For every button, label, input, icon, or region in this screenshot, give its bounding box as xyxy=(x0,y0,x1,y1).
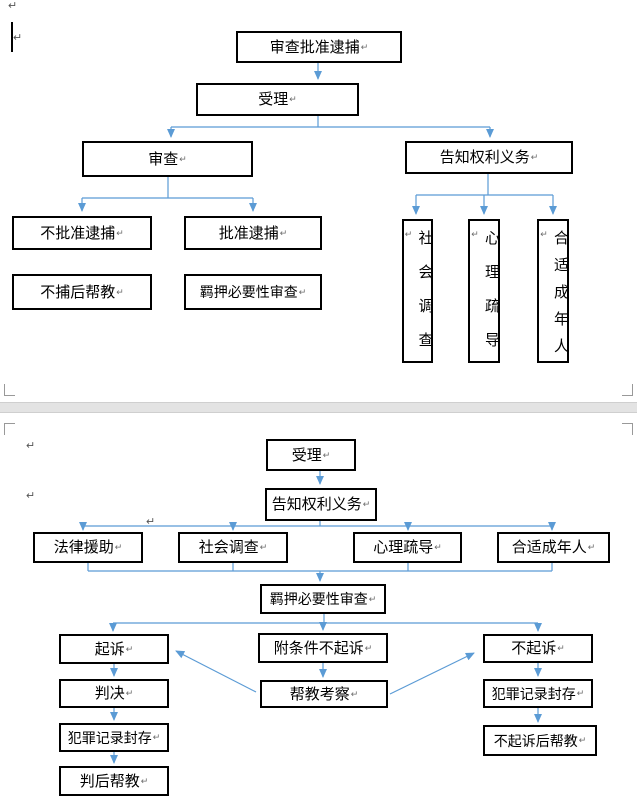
box-label: 不批准逮捕 xyxy=(40,224,116,242)
flow-box-social-survey-2[interactable]: 社会调查↵ xyxy=(178,532,288,563)
return-mark: ↵ xyxy=(362,499,371,509)
paragraph-mark: ↵ xyxy=(13,32,23,44)
box-label: 羁押必要性审查 xyxy=(269,591,368,607)
box-label: 判后帮教 xyxy=(79,772,140,790)
box-label: 不捕后帮教 xyxy=(40,283,116,301)
flow-box-legal-aid[interactable]: 法律援助↵ xyxy=(33,532,143,563)
box-label: 不起诉后帮教 xyxy=(493,732,578,749)
flow-box-psych-counsel-vertical[interactable]: 心理疏导↵ xyxy=(468,219,500,366)
box-label: 审查 xyxy=(148,150,179,168)
box-label: 受理 xyxy=(258,91,289,108)
box-label: 附条件不起诉 xyxy=(273,639,364,657)
box-label: 审查批准逮捕 xyxy=(269,38,360,56)
box-label: 合适成年人 xyxy=(511,539,587,556)
flow-box-record-seal-left[interactable]: 犯罪记录封存↵ xyxy=(59,723,169,752)
flow-box-inform-rights-2[interactable]: 告知权利义务↵ xyxy=(265,488,377,521)
flow-box-help-after-no-prosecute[interactable]: 不起诉后帮教↵ xyxy=(483,725,597,756)
page2-corner-top-left xyxy=(4,423,15,435)
flow-box-inform-rights-1[interactable]: 告知权利义务↵ xyxy=(405,141,573,174)
return-mark: ↵ xyxy=(360,41,369,52)
paragraph-mark: ↵ xyxy=(8,0,18,12)
return-mark: ↵ xyxy=(578,735,587,745)
flow-box-record-seal-right[interactable]: 犯罪记录封存↵ xyxy=(483,679,593,708)
return-mark: ↵ xyxy=(540,230,550,240)
return-mark: ↵ xyxy=(279,227,288,238)
return-mark: ↵ xyxy=(576,688,585,698)
flow-box-psych-counsel-2[interactable]: 心理疏导↵ xyxy=(353,532,462,563)
return-mark: ↵ xyxy=(125,688,134,698)
page1-corner-bottom-right xyxy=(622,384,633,396)
box-label: 心理疏导 xyxy=(483,230,500,366)
return-mark: ↵ xyxy=(298,286,307,297)
flow-box-no-approve-arrest[interactable]: 不批准逮捕↵ xyxy=(12,216,152,250)
return-mark: ↵ xyxy=(289,94,297,104)
return-mark: ↵ xyxy=(259,542,268,552)
return-mark: ↵ xyxy=(364,642,373,653)
box-label: 社会调查 xyxy=(198,539,259,556)
box-label: 合适成年人 xyxy=(552,230,569,365)
return-mark: ↵ xyxy=(434,542,442,552)
page2-corner-top-right xyxy=(622,423,633,435)
page-break-gap xyxy=(0,402,637,413)
flow-box-suitable-adult-2[interactable]: 合适成年人↵ xyxy=(497,532,610,563)
box-label: 告知权利义务 xyxy=(271,496,362,513)
paragraph-mark: ↵ xyxy=(26,490,36,502)
flow-box-help-after-no-arrest[interactable]: 不捕后帮教↵ xyxy=(12,274,152,310)
box-label: 不起诉 xyxy=(511,640,557,657)
flow-box-help-inspection[interactable]: 帮教考察↵ xyxy=(260,680,388,708)
box-label: 法律援助 xyxy=(53,539,114,556)
return-mark: ↵ xyxy=(322,449,331,460)
box-label: 受理 xyxy=(291,446,322,464)
box-label: 心理疏导 xyxy=(373,539,434,556)
flow-box-conditional-no-prosecute[interactable]: 附条件不起诉↵ xyxy=(258,633,388,663)
text-cursor xyxy=(11,22,13,52)
flow-box-accept-2[interactable]: 受理↵ xyxy=(266,439,356,471)
flow-box-help-after-judgment[interactable]: 判后帮教↵ xyxy=(59,766,169,796)
box-label: 羁押必要性审查 xyxy=(199,284,298,300)
flow-box-review[interactable]: 审查↵ xyxy=(82,141,253,177)
page1-corner-bottom-left xyxy=(4,384,15,396)
box-label: 犯罪记录封存 xyxy=(67,729,152,746)
box-label: 告知权利义务 xyxy=(439,149,530,166)
flow-box-approve-arrest[interactable]: 批准逮捕↵ xyxy=(184,216,322,250)
return-mark: ↵ xyxy=(140,775,149,786)
return-mark: ↵ xyxy=(530,152,539,162)
flow-box-custody-review-1[interactable]: 羁押必要性审查↵ xyxy=(184,274,322,310)
return-mark: ↵ xyxy=(587,542,596,552)
return-mark: ↵ xyxy=(114,542,123,552)
return-mark: ↵ xyxy=(404,230,415,240)
return-mark: ↵ xyxy=(116,286,124,297)
flow-box-judgment[interactable]: 判决↵ xyxy=(59,679,169,708)
return-mark: ↵ xyxy=(368,593,377,604)
box-label: 社会调查 xyxy=(416,230,434,366)
box-label: 犯罪记录封存 xyxy=(491,685,576,702)
flow-box-social-survey-vertical[interactable]: 社会调查↵ xyxy=(402,219,434,366)
box-label: 帮教考察 xyxy=(289,685,350,703)
box-label: 起诉 xyxy=(94,640,125,658)
box-label: 批准逮捕 xyxy=(218,224,279,242)
flow-box-suitable-adult-vertical[interactable]: 合适成年人↵ xyxy=(537,219,569,365)
return-mark: ↵ xyxy=(471,230,481,240)
paragraph-mark: ↵ xyxy=(26,440,36,452)
return-mark: ↵ xyxy=(125,643,134,654)
return-mark: ↵ xyxy=(152,732,161,742)
flow-box-custody-review-2[interactable]: 羁押必要性审查↵ xyxy=(260,584,386,614)
flow-box-prosecute[interactable]: 起诉↵ xyxy=(59,634,169,664)
return-mark: ↵ xyxy=(116,227,124,238)
flow-box-no-prosecute[interactable]: 不起诉↵ xyxy=(483,634,593,663)
return-mark: ↵ xyxy=(350,688,359,699)
return-mark: ↵ xyxy=(557,643,565,653)
flow-box-accept-1[interactable]: 受理↵ xyxy=(196,83,359,116)
flow-box-review-approve-arrest[interactable]: 审查批准逮捕↵ xyxy=(236,31,402,63)
box-label: 判决 xyxy=(94,685,125,702)
return-mark: ↵ xyxy=(179,153,187,164)
paragraph-mark: ↵ xyxy=(146,516,156,528)
